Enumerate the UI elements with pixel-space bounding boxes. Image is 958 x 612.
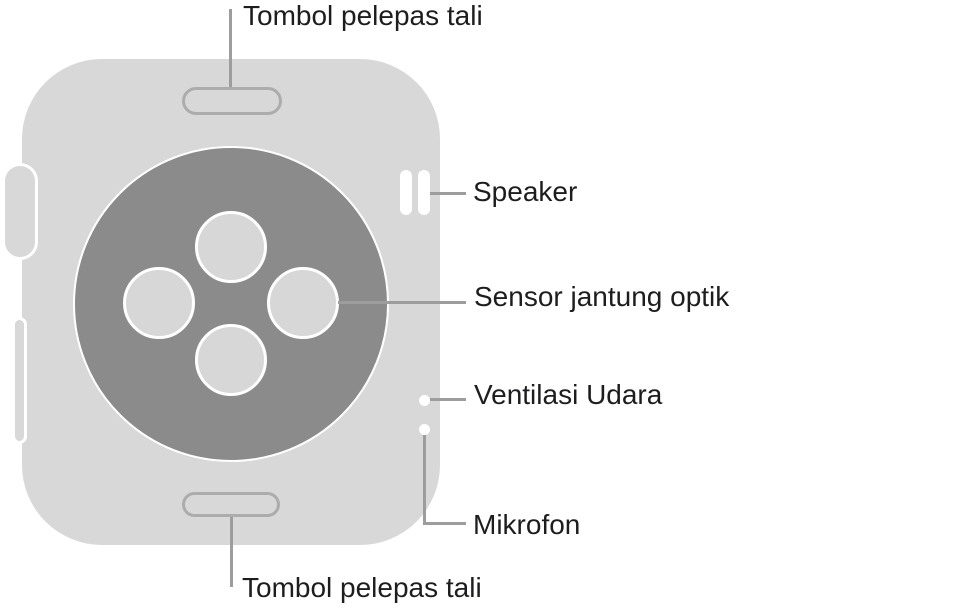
side-button-back <box>12 317 27 444</box>
label-band-release-top: Tombol pelepas tali <box>243 0 483 31</box>
air-vent-hole <box>419 395 430 406</box>
sensor-lens-top <box>195 211 267 283</box>
speaker-slot-left <box>400 170 412 215</box>
optical-heart-sensor-disc <box>73 146 389 462</box>
callout-line-speaker <box>430 192 466 195</box>
label-speaker: Speaker <box>473 176 578 207</box>
callout-line-heart-sensor <box>338 301 466 304</box>
band-release-button-top <box>182 87 282 115</box>
band-release-button-bottom <box>182 492 280 517</box>
callout-line-microphone <box>423 435 466 525</box>
digital-crown-back <box>2 163 38 260</box>
sensor-lens-right <box>267 267 339 339</box>
callout-line-band-release-bottom <box>230 517 233 587</box>
label-optical-heart-sensor: Sensor jantung optik <box>474 281 730 312</box>
sensor-lens-bottom <box>195 324 267 396</box>
callout-line-band-release-top <box>229 9 232 87</box>
label-band-release-bottom: Tombol pelepas tali <box>242 572 482 603</box>
speaker-slot-right <box>418 170 430 215</box>
sensor-lens-left <box>123 267 195 339</box>
callout-line-air-vent <box>430 398 466 401</box>
label-microphone: Mikrofon <box>473 509 581 540</box>
microphone-hole <box>419 424 430 435</box>
label-air-vent: Ventilasi Udara <box>474 379 663 410</box>
